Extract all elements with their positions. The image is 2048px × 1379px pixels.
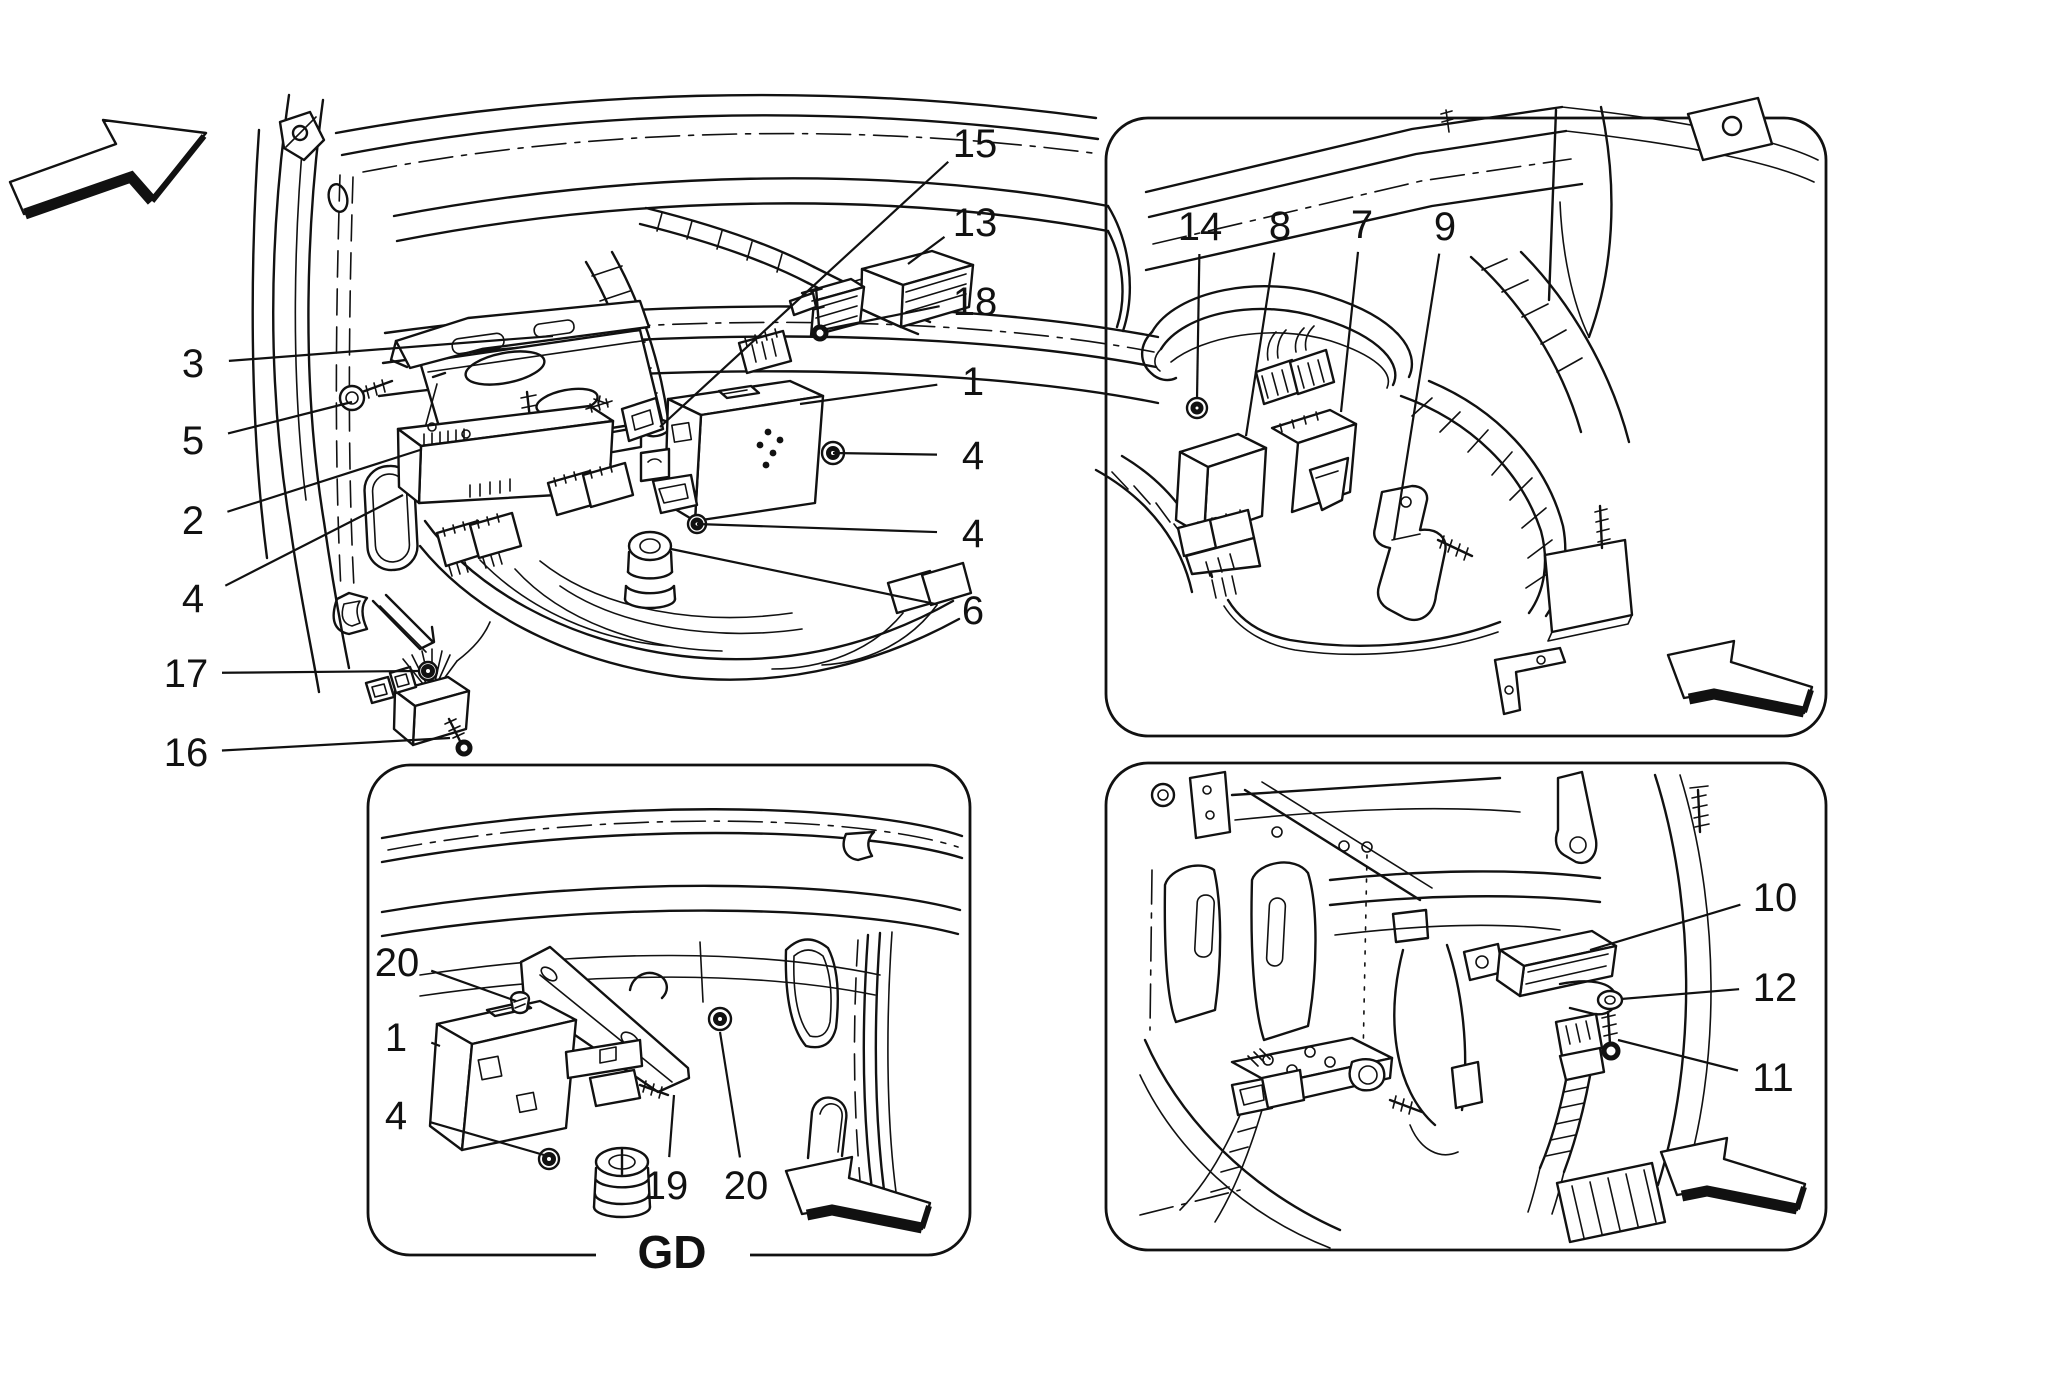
callout-leader	[1392, 253, 1441, 541]
callout-leader	[221, 669, 419, 674]
callout-label: 15	[953, 122, 998, 166]
grommet-icon	[623, 530, 677, 610]
control-unit-10	[1462, 929, 1618, 1016]
callout-leader	[1617, 1038, 1739, 1072]
panel-bottom-right	[1104, 761, 1828, 1252]
callout-label: 1	[385, 1016, 407, 1060]
callout-leader	[821, 305, 940, 332]
callout-leader	[430, 1041, 441, 1048]
callout-label: 4	[182, 577, 204, 621]
callout-label: 20	[375, 941, 420, 985]
callout-label: 5	[182, 419, 204, 463]
connector-bracket	[593, 395, 665, 443]
callout-label: 18	[953, 280, 998, 324]
connector-15	[788, 277, 866, 338]
callout-leader	[668, 1094, 676, 1158]
callout-leader	[228, 334, 554, 363]
relay-7	[1270, 408, 1358, 514]
callout-label: 11	[1752, 1056, 1794, 1100]
callout-leader	[1339, 251, 1360, 413]
direction-arrow-icon	[8, 118, 208, 220]
callout-label: 12	[1753, 966, 1798, 1010]
screw-16-icon	[444, 717, 473, 757]
u-channel-brackets	[1149, 861, 1317, 1042]
grommet-stack-icon	[592, 1146, 652, 1219]
callout-leader	[227, 448, 421, 513]
callout-leader	[1244, 252, 1276, 437]
callout-leader	[1589, 903, 1741, 952]
callout-leader	[907, 235, 946, 265]
wiring-harness	[332, 461, 973, 681]
callout-label: 7	[1351, 203, 1373, 247]
callout-leader	[696, 522, 938, 534]
main-view-art	[251, 93, 1214, 757]
sensor-assembly	[364, 621, 491, 757]
connector-stack	[1176, 508, 1502, 656]
screw-11-icon	[1601, 1010, 1621, 1061]
detail-view-caption: GD	[638, 1226, 707, 1278]
callout-leader	[224, 494, 404, 587]
callout-label: 9	[1434, 205, 1456, 249]
connector-and-band	[1527, 1012, 1606, 1215]
nut-4-icon	[537, 1147, 561, 1171]
callout-leader	[1620, 988, 1740, 1001]
caption-gap	[596, 1236, 750, 1274]
l-bracket	[1493, 646, 1567, 716]
callout-label: 6	[962, 589, 984, 633]
control-unit-1-detail	[428, 999, 644, 1152]
rivet-20-icon	[509, 991, 531, 1015]
callout-leader	[718, 1031, 742, 1158]
callout-leader	[1195, 253, 1201, 400]
nut-17-icon	[417, 660, 439, 682]
callout-label: 17	[164, 652, 209, 696]
callout-leader	[832, 451, 938, 456]
callout-label: 4	[962, 434, 984, 478]
callout-leader	[430, 1121, 545, 1157]
callout-label: 2	[182, 499, 204, 543]
callout-label: 4	[385, 1094, 407, 1138]
callout-label: 1	[962, 360, 984, 404]
callout-leader	[659, 160, 950, 428]
callout-label: 20	[724, 1164, 769, 1208]
harness-loop	[1140, 285, 1414, 389]
flat-module	[1179, 1036, 1424, 1223]
panel-border	[1104, 116, 1828, 738]
vent-grille	[1555, 1161, 1667, 1244]
callout-label: 4	[962, 512, 984, 556]
callout-leader	[799, 383, 938, 406]
relay-8	[1174, 432, 1268, 549]
callout-label: 8	[1269, 204, 1291, 248]
callout-label: 16	[164, 731, 209, 775]
callout-label: 3	[182, 342, 204, 386]
callout-leader	[221, 736, 451, 752]
callout-leader	[670, 547, 938, 606]
control-unit-1	[639, 379, 825, 523]
callout-label: 10	[1753, 876, 1798, 920]
pillar-bracket	[278, 110, 326, 162]
bracket-9	[1373, 484, 1474, 621]
nut-14-icon	[1185, 396, 1209, 420]
callout-leader	[227, 400, 353, 435]
panel-border	[1104, 761, 1828, 1252]
callout-label: 19	[644, 1164, 689, 1208]
callout-label: 13	[953, 201, 998, 245]
panel-top-right	[1104, 96, 1828, 738]
bolt-5-icon	[338, 379, 394, 412]
callout-label: 14	[1178, 205, 1223, 249]
relay-connectors	[1254, 325, 1336, 406]
washer-12-icon	[1596, 989, 1624, 1011]
nut-20-icon	[707, 1006, 733, 1032]
callout-leader	[430, 969, 517, 1003]
panel-bottom-left: GD	[366, 763, 972, 1278]
